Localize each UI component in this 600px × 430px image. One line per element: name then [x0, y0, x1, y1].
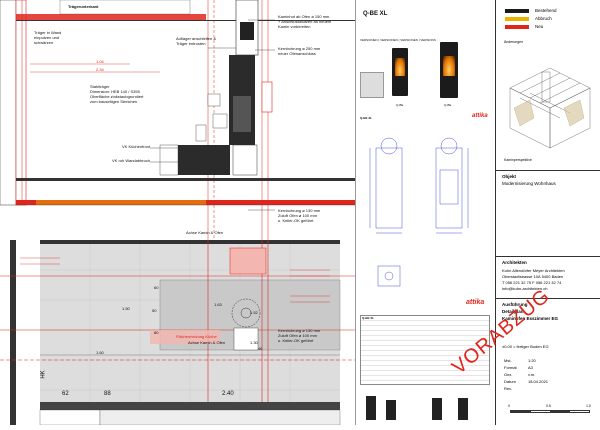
kaminhut-label: Kaminhut ab Ofen ø 150 mm + Anschlussstu… — [278, 14, 332, 29]
floor-plan-svg — [0, 240, 355, 426]
firm-name: Kuhn Allendörfer Meyer Architekten — [502, 268, 565, 273]
kernbohrung-130-b-label: Kernbohrung ø 130 mm Zuluft Ofen ø 100 m… — [278, 328, 321, 343]
architekten-label: Architekten — [502, 260, 527, 265]
kamin-label: Kaminofen Esszimmer EG — [502, 316, 559, 321]
hk-label: HK — [40, 370, 47, 379]
ausfuehrung-label: Ausführung — [502, 302, 528, 307]
title-divider-3 — [495, 298, 600, 299]
detailplan-label: Detailplan — [502, 309, 524, 314]
legend-row-abbruch: Abbruch — [505, 16, 552, 21]
format-label: Format — [504, 365, 517, 370]
stahltraeger-label: Stahlträger Dimension: HEB 140 / S355 Ob… — [90, 84, 144, 104]
spec-table — [360, 315, 490, 385]
elevation-drawing — [0, 0, 356, 240]
dim-62-label: 62 — [62, 391, 69, 397]
dim-60-label: 60 — [154, 285, 159, 290]
legend-swatch-abbruch — [505, 16, 529, 21]
massstab-value: 1:20 — [528, 358, 536, 363]
dim-46-label: 46 — [258, 346, 263, 351]
dim-152-label: 1.52 — [250, 310, 258, 315]
sketch-caption: Kaminperspektive — [504, 158, 532, 162]
sketch-svg — [509, 67, 591, 149]
product-sheet-header: VERSIONEN | VERSIONEN | VERSIONEN | VERS… — [360, 38, 436, 42]
dim-50-label: 50 — [152, 308, 157, 313]
achse-a-label: Achse Kamin & Ofen — [186, 230, 224, 235]
model-caption-1: Q-BE — [396, 103, 404, 107]
objekt-value: Modernisierung Wohnhaus — [502, 181, 556, 186]
kernbohrung-250-label: Kernbohrung ø 250 mm neuer Ofenanschluss — [278, 46, 321, 56]
spec-table-title: Q-BE XL — [362, 316, 375, 320]
scale-bar — [510, 410, 590, 413]
product-swatch-box — [360, 72, 384, 98]
legend-label-bestehend: Bestehend — [535, 8, 557, 13]
format-value: A3 — [528, 365, 533, 370]
datum-label: Datum — [504, 379, 516, 384]
floor-plan-drawing — [0, 240, 355, 426]
legend-row-bestehend: Bestehend — [505, 8, 557, 13]
product-thumbs — [362, 392, 490, 422]
aenderungen-label: Änderungen — [504, 40, 524, 44]
title-divider-2 — [495, 256, 600, 257]
level-label: ±0.00 = fertiger Boden EG — [502, 344, 549, 349]
dim-104-label: 1.04 — [96, 59, 104, 64]
legend-swatch-neu — [505, 24, 529, 29]
scale-05-label: 0.5 — [546, 404, 551, 408]
scale-0-label: 0 — [508, 404, 510, 408]
legend-label-neu: Neu — [535, 24, 544, 29]
product-photo-2 — [440, 42, 458, 98]
title-block — [495, 0, 600, 425]
massstab-label: Mst. — [504, 358, 512, 363]
attika-logo-a: attika — [472, 113, 488, 119]
dim-80-label: 80 — [154, 330, 159, 335]
dim-130-label: 1.30 — [250, 340, 258, 345]
sketch-perspective — [500, 48, 596, 154]
datum-value: 18.04.2021 — [528, 379, 549, 384]
legend-label-abbruch: Abbruch — [535, 16, 552, 21]
legend-row-neu: Neu — [505, 24, 543, 29]
dim-163-label: 1.63 — [214, 302, 222, 307]
gez-label: Gez. — [504, 372, 513, 377]
vk-kuechenfront-label: VK Küchenfront — [122, 144, 151, 149]
tech-svg-a — [369, 137, 469, 287]
technical-drawing-a — [356, 118, 496, 298]
scale-1-label: 1.0 — [586, 404, 591, 408]
dim-88-label: 88 — [104, 391, 111, 397]
title-divider-1 — [495, 170, 600, 171]
firm-phone: T 056 221 32 75 F 056 221 32 74 — [502, 280, 562, 285]
model-caption-2: Q-BE — [444, 103, 452, 107]
dim-234-label: 2.34 — [96, 67, 104, 72]
firm-address: Oberstadtstrasse 10A 5400 Baden — [502, 274, 564, 279]
aufleger-label: Auflager anschleifen & Träger entrosten — [176, 36, 217, 46]
flaechenheizung-label: Flächenheizung Küche — [176, 334, 217, 339]
attika-logo-b: attika — [466, 299, 485, 306]
vk-wand-label: VK roh Wandabbruch — [112, 158, 151, 163]
product-brand-title: Q-BE XL — [363, 11, 388, 17]
small-left-label: Q-BE XL — [360, 116, 373, 120]
product-photo-1 — [392, 48, 408, 96]
dim-160-label: 1.60 — [96, 350, 104, 355]
gez-value: v.m. — [528, 372, 536, 377]
legend-swatch-bestehend — [505, 8, 529, 13]
elevation-svg — [0, 0, 356, 240]
achse-b-label: Achse Kamin & Ofen — [188, 340, 226, 345]
firm-email: info@kuhn-architekten.ch — [502, 286, 548, 291]
dim-150-label: 1.50 — [122, 306, 130, 311]
traeger-wand-label: Träger in Wand einputzen und schwärzen — [34, 30, 62, 45]
kernbohrung-130-a-label: Kernbohrung ø 130 mm Zuluft Ofen ø 100 m… — [278, 208, 321, 223]
traeger-top-label: Trägerunterkant — [68, 4, 99, 9]
objekt-label: Objekt — [502, 174, 517, 179]
rev-label: Rev. — [504, 386, 512, 391]
dim-240-label: 2.40 — [222, 391, 234, 397]
